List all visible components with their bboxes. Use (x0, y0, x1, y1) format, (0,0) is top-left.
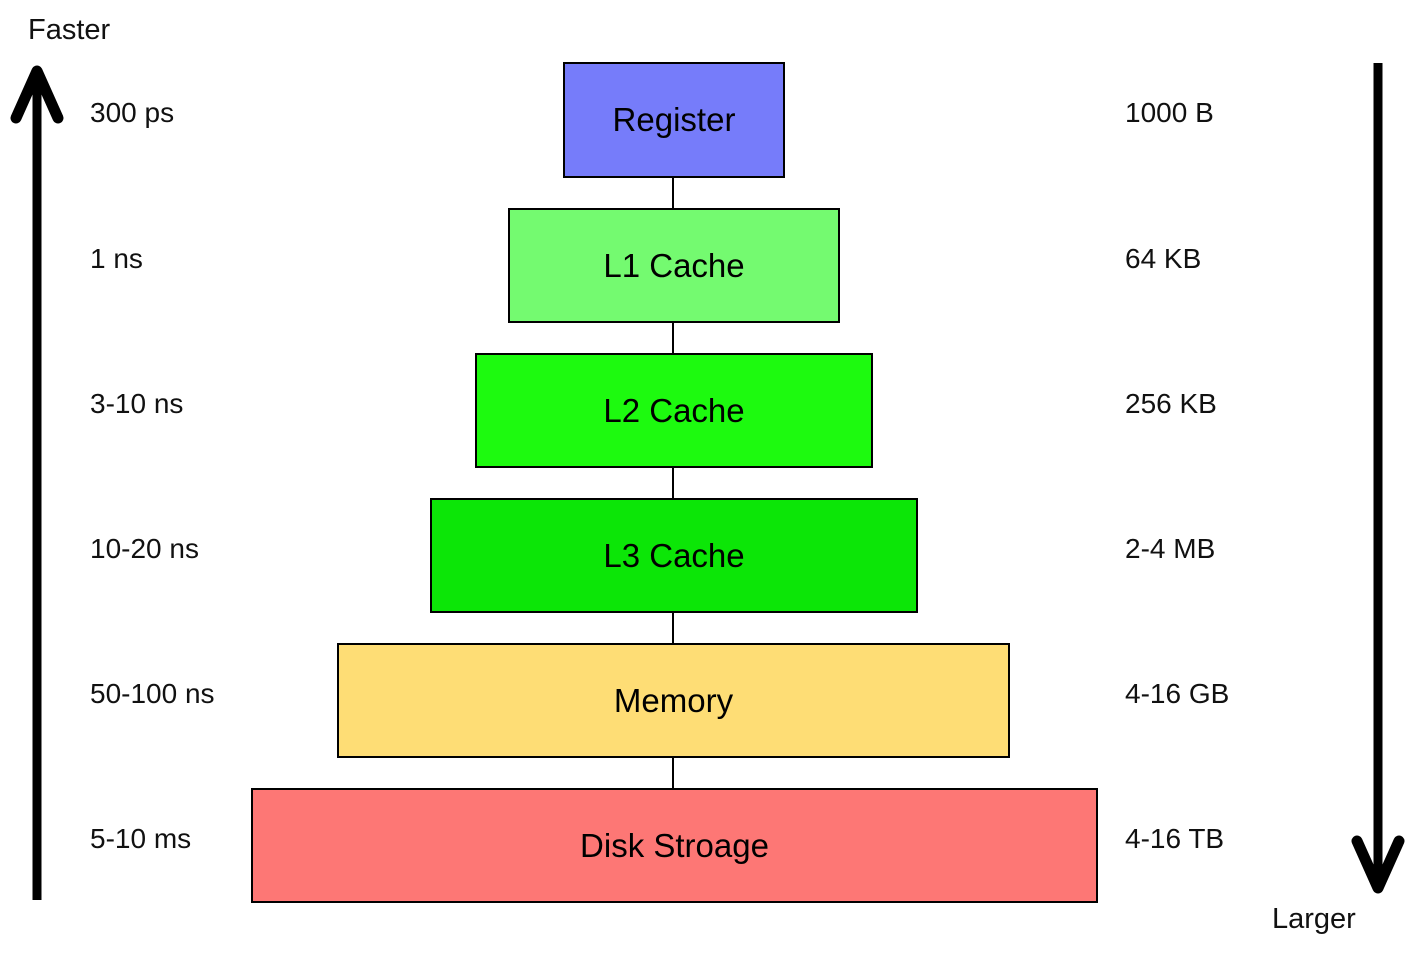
l1-cache-box: L1 Cache (508, 208, 840, 323)
connector-line (672, 758, 674, 788)
size-label: 4-16 TB (1125, 822, 1225, 854)
speed-label: 1 ns (90, 242, 143, 274)
l3-cache-box: L3 Cache (430, 498, 918, 613)
speed-label: 5-10 ms (90, 822, 192, 854)
larger-label: Larger (1272, 903, 1356, 935)
speed-label: 300 ps (90, 97, 175, 128)
hierarchy-level-memory: 50-100 ns Memory 4-16 GB (0, 613, 1415, 758)
speed-label: 50-100 ns (90, 677, 215, 709)
faster-label: Faster (28, 14, 111, 46)
faster-up-arrow-icon (10, 65, 64, 900)
size-label: 1000 B (1125, 97, 1214, 128)
connector-line (672, 613, 674, 643)
connector-line (672, 468, 674, 498)
connector-line (672, 178, 674, 208)
connector-line (672, 323, 674, 353)
disk-storage-box: Disk Stroage (251, 788, 1098, 903)
size-label: 4-16 GB (1125, 677, 1230, 709)
register-box: Register (563, 62, 785, 178)
l2-cache-box: L2 Cache (475, 353, 873, 468)
size-label: 2-4 MB (1125, 532, 1216, 564)
hierarchy-level-l3-cache: 10-20 ns L3 Cache 2-4 MB (0, 468, 1415, 613)
memory-box: Memory (337, 643, 1010, 758)
speed-label: 10-20 ns (90, 532, 199, 564)
size-label: 64 KB (1125, 242, 1202, 274)
hierarchy-level-register: 300 ps Register 1000 B (0, 62, 1415, 178)
speed-label: 3-10 ns (90, 387, 184, 419)
larger-down-arrow-icon (1351, 63, 1405, 894)
hierarchy-level-l2-cache: 3-10 ns L2 Cache 256 KB (0, 323, 1415, 468)
size-label: 256 KB (1125, 387, 1217, 419)
hierarchy-level-l1-cache: 1 ns L1 Cache 64 KB (0, 178, 1415, 323)
hierarchy-level-disk-storage: 5-10 ms Disk Stroage 4-16 TB (0, 758, 1415, 903)
